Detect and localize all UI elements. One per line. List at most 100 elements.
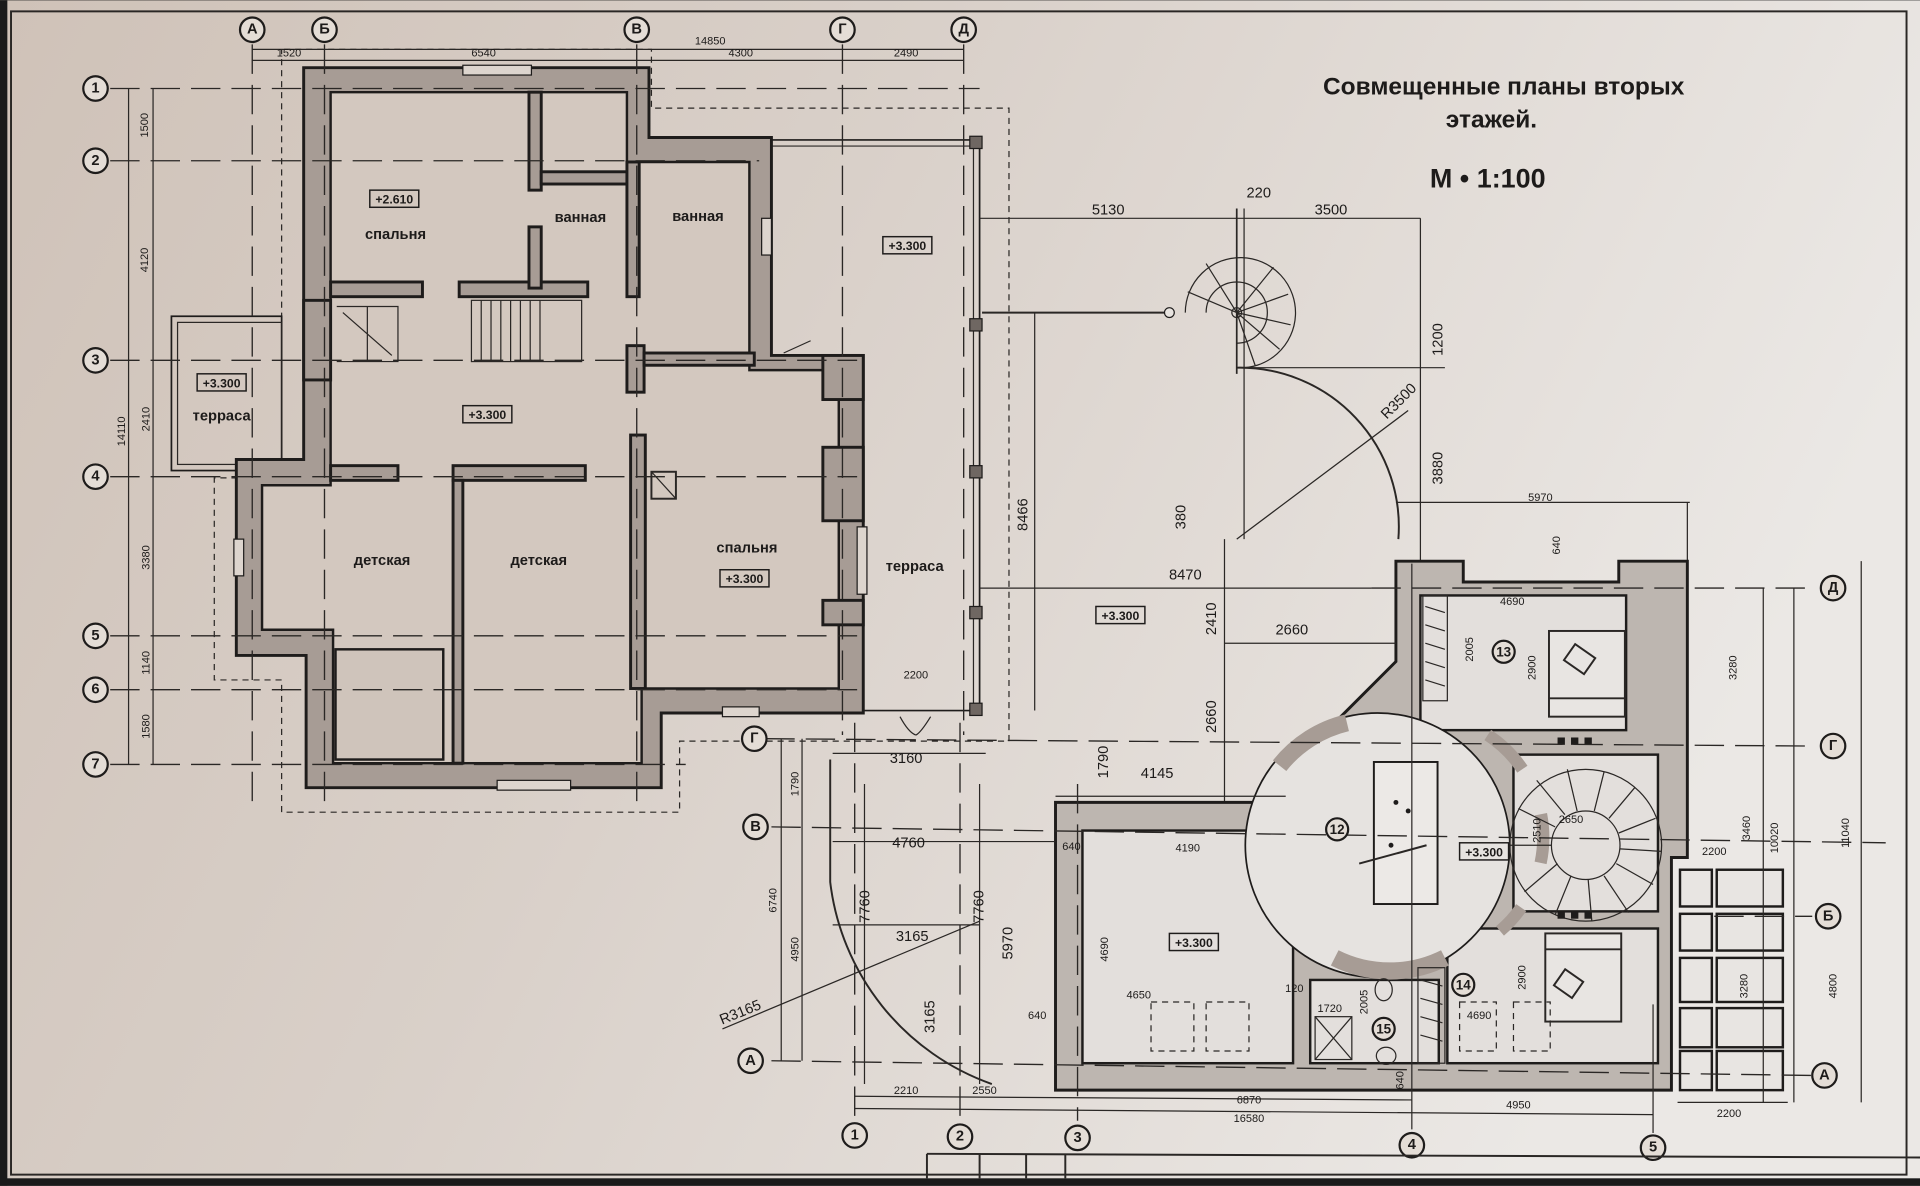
- dimension: 11040: [1840, 818, 1852, 848]
- sheet-frame: [10, 10, 1908, 1176]
- level-mark: +3.300: [203, 376, 241, 390]
- grid-bubbles-left: 1 2 3 4 5 6 7: [82, 75, 109, 778]
- left-building-dimensions: 14850 1520 6540 4300 2490 1500 4120 2410…: [116, 35, 918, 738]
- dimension: 4760: [892, 836, 925, 852]
- dimension: 16580: [1234, 1113, 1265, 1125]
- dimension: 3280: [1727, 655, 1739, 680]
- grid-label: 4: [91, 469, 100, 485]
- dimension: 4800: [1828, 974, 1840, 999]
- grid-label: 2: [91, 153, 99, 169]
- left-building-plan: [170, 48, 1175, 813]
- dimension: 120: [1285, 983, 1303, 995]
- dimension: 8470: [1169, 568, 1202, 584]
- dimension: 3460: [1741, 816, 1753, 841]
- dimension: 1520: [277, 48, 302, 60]
- grid-label: 6: [91, 682, 99, 698]
- grid-label: В: [750, 819, 761, 835]
- bathroom-fixtures: [1314, 978, 1397, 1066]
- left-building-rooms: +2.610 спальня ванная ванная +3.300 терр…: [193, 189, 945, 588]
- dimension: 2200: [904, 670, 929, 682]
- right-grid-lines: [722, 561, 1886, 1133]
- grid-label: 1: [91, 81, 99, 97]
- dimension: 3500: [1315, 203, 1348, 219]
- spiral-stair-indoor: [1509, 768, 1663, 922]
- dimension: 220: [1247, 185, 1272, 201]
- room-label: спальня: [716, 541, 777, 557]
- dimension: 4145: [1141, 766, 1174, 782]
- grid-label: А: [247, 22, 258, 38]
- room-number: 12: [1330, 822, 1345, 837]
- grid-label: Г: [838, 22, 847, 38]
- dimension: 640: [1028, 1010, 1046, 1022]
- grid-label: Г: [1829, 738, 1838, 754]
- level-mark: +2.610: [375, 193, 413, 207]
- dimension: 2650: [1559, 814, 1584, 826]
- dimension: 5130: [1092, 203, 1125, 219]
- room-label: терраса: [193, 408, 252, 424]
- dimension: 2410: [140, 407, 152, 432]
- photo-edge-bottom: [0, 1178, 1920, 1186]
- dimension: 8466: [1015, 498, 1031, 531]
- furniture-dashed: [1150, 1001, 1551, 1052]
- dimension: 1790: [1096, 746, 1112, 779]
- grid-label: В: [631, 22, 642, 38]
- room-label: спальня: [365, 227, 426, 243]
- bed-room-13: [1548, 629, 1626, 718]
- dimension: 2900: [1517, 965, 1529, 990]
- dimension: 1580: [140, 714, 152, 739]
- level-mark: +3.300: [726, 572, 764, 586]
- dimension: 3280: [1738, 974, 1750, 999]
- level-mark: +3.300: [1102, 609, 1140, 623]
- dimension: 2210: [894, 1085, 919, 1097]
- title-block: [925, 1152, 1920, 1179]
- dimension: 4950: [1506, 1100, 1531, 1112]
- dimension: 4690: [1099, 937, 1111, 962]
- dimension: 4690: [1500, 596, 1525, 608]
- dimension: 1200: [1430, 323, 1446, 356]
- grid-label: А: [1819, 1067, 1830, 1083]
- dimension: 6740: [767, 888, 779, 913]
- dimension: 1790: [789, 772, 801, 797]
- grid-label: Д: [1828, 580, 1839, 596]
- dimension: 3165: [922, 1000, 938, 1033]
- dimension: 2510: [1531, 818, 1543, 843]
- dimension: 7760: [971, 890, 987, 923]
- stairs-left: [336, 299, 583, 363]
- dimension: 14850: [695, 35, 726, 47]
- dimension: 2660: [1275, 623, 1308, 639]
- wardrobe: [1417, 594, 1448, 1064]
- dimension: 6540: [471, 48, 496, 60]
- room-label: терраса: [886, 559, 945, 575]
- balcony-planters: [1678, 868, 1785, 1092]
- dimension: 5970: [1001, 927, 1017, 960]
- dimension: 14110: [116, 416, 128, 446]
- grid-label: 1: [851, 1127, 859, 1143]
- drawing-scale: М • 1:100: [1430, 164, 1546, 194]
- dimension: 2005: [1464, 637, 1476, 662]
- billiard-table: [1358, 761, 1439, 905]
- level-mark: +3.300: [1175, 936, 1213, 950]
- dimension: 1140: [140, 651, 152, 675]
- dimension: 2410: [1204, 602, 1220, 635]
- dimension: 640: [1394, 1071, 1406, 1089]
- grid-label: Г: [750, 731, 759, 747]
- terrace-right: [771, 139, 981, 712]
- dimension: 1500: [139, 113, 151, 138]
- drawing-title: Совмещенные планы вторых этажей. М • 1:1…: [1323, 74, 1685, 194]
- grid-label: 3: [91, 352, 99, 368]
- level-mark: +3.300: [468, 408, 506, 422]
- level-mark: +3.300: [1465, 845, 1503, 859]
- dimension: 3165: [896, 929, 929, 945]
- dimension: 3880: [1430, 452, 1446, 485]
- room-number: 14: [1456, 977, 1471, 992]
- left-grid-lines: [110, 44, 980, 809]
- dimension: 2550: [972, 1085, 997, 1097]
- room-number: 13: [1496, 644, 1511, 659]
- right-building-plan: [979, 208, 1785, 1092]
- dimension: 5970: [1528, 492, 1553, 504]
- grid-bubbles-top: А Б В Г Д: [238, 16, 978, 44]
- spiral-stair-outdoor: [1184, 208, 1445, 540]
- dimension: 2005: [1359, 990, 1371, 1015]
- grid-label: 5: [1649, 1140, 1657, 1156]
